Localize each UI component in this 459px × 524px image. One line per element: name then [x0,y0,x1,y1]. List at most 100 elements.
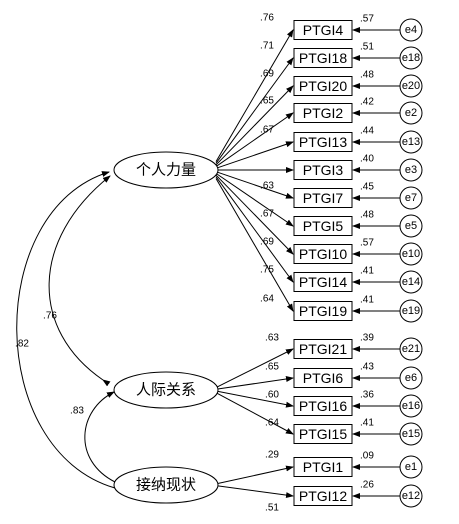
indicator-box [293,188,353,208]
error-term-circle [399,46,423,70]
r-squared-label: .26 [360,480,374,491]
loading-path [215,171,294,199]
loading-path [215,348,294,388]
error-term-circle [399,242,423,266]
indicator-label: PTGI20 [299,78,347,94]
error-term-label: e16 [402,400,420,412]
loading-path [215,176,294,283]
r-squared-label: .42 [360,97,374,108]
r-squared-label: .45 [360,182,374,193]
indicator-box [293,396,353,416]
correlation-arc-f2-f3 [84,391,123,488]
r-squared-label: .41 [360,418,374,429]
loading-path [215,172,294,227]
indicator-box [293,48,353,68]
loading-path [215,112,294,167]
indicator-label: PTGI1 [303,459,344,475]
error-term-circle [399,130,423,154]
loading-path [215,390,294,408]
factor-loading-label: .64 [265,418,279,429]
indicator-box [293,301,353,321]
factor-loading-label: .67 [260,209,274,220]
error-term-circle [399,455,423,479]
factor-loading-label: .67 [260,125,274,136]
correlation-arc-f1-f3 [16,171,123,493]
indicator-label: PTGI12 [299,488,347,504]
r-squared-label: .40 [360,154,374,165]
error-term-label: e4 [405,24,417,36]
error-term-label: e19 [402,305,420,317]
loading-path [215,178,294,312]
error-term-circle [399,186,423,210]
indicator-box [293,132,353,152]
error-term-circle [399,299,423,323]
error-term-label: e2 [405,107,417,119]
r-squared-label: .41 [360,295,374,306]
r-squared-label: .57 [360,14,374,25]
loading-path [215,29,294,162]
error-term-label: e7 [405,192,417,204]
factor-loading-label: .65 [265,362,279,373]
indicator-box [293,272,353,292]
indicator-label: PTGI19 [299,303,347,319]
r-squared-label: .51 [360,42,374,53]
error-term-circle [399,337,423,361]
indicator-label: PTGI16 [299,398,347,414]
error-term-circle [399,101,423,125]
correlation-arc-f1-f2 [48,175,111,387]
r-squared-label: .48 [360,210,374,221]
loading-path [215,392,294,435]
indicator-label: PTGI18 [299,50,347,66]
indicator-label: PTGI7 [303,190,344,206]
factor-loading-label: .69 [260,237,274,248]
error-term-circle [399,366,423,390]
indicator-box [293,20,353,40]
loading-path [215,465,294,485]
latent-factor-label: 人际关系 [136,382,196,399]
indicator-box [293,486,353,506]
loading-path [215,174,294,255]
r-squared-label: .39 [360,333,374,344]
error-term-circle [399,270,423,294]
indicator-box [293,457,353,477]
error-term-label: e10 [402,248,420,260]
error-term-circle [399,394,423,418]
indicator-box [293,368,353,388]
loading-path [215,57,294,164]
factor-loading-label: .75 [260,265,274,276]
error-term-circle [399,214,423,238]
r-squared-label: .43 [360,362,374,373]
loading-path [215,485,294,499]
error-term-circle [399,484,423,508]
indicator-box [293,103,353,123]
error-term-circle [399,74,423,98]
error-term-circle [399,158,423,182]
error-term-circle [399,18,423,42]
r-squared-label: .44 [360,126,374,137]
error-term-label: e18 [402,52,420,64]
correlation-label: .76 [43,311,57,322]
factor-loading-label: .63 [260,181,274,192]
error-term-label: e1 [405,461,417,473]
error-term-label: e15 [402,428,420,440]
factor-loading-label: .71 [260,41,274,52]
factor-loading-label: .63 [265,333,279,344]
indicator-label: PTGI4 [303,22,344,38]
error-term-circle [399,422,423,446]
correlation-label: .82 [15,339,29,350]
factor-loading-label: .51 [265,503,279,514]
r-squared-label: .09 [360,451,374,462]
error-term-label: e12 [402,490,420,502]
error-term-label: e20 [402,80,420,92]
indicator-label: PTGI6 [303,370,344,386]
error-term-label: e5 [405,220,417,232]
error-term-label: e21 [402,343,420,355]
latent-factor-ellipse [113,466,219,504]
indicator-label: PTGI3 [303,162,344,178]
indicator-label: PTGI2 [303,105,344,121]
latent-factor-label: 个人力量 [136,162,196,179]
indicator-label: PTGI10 [299,246,347,262]
r-squared-label: .48 [360,70,374,81]
factor-loading-label: .65 [260,96,274,107]
